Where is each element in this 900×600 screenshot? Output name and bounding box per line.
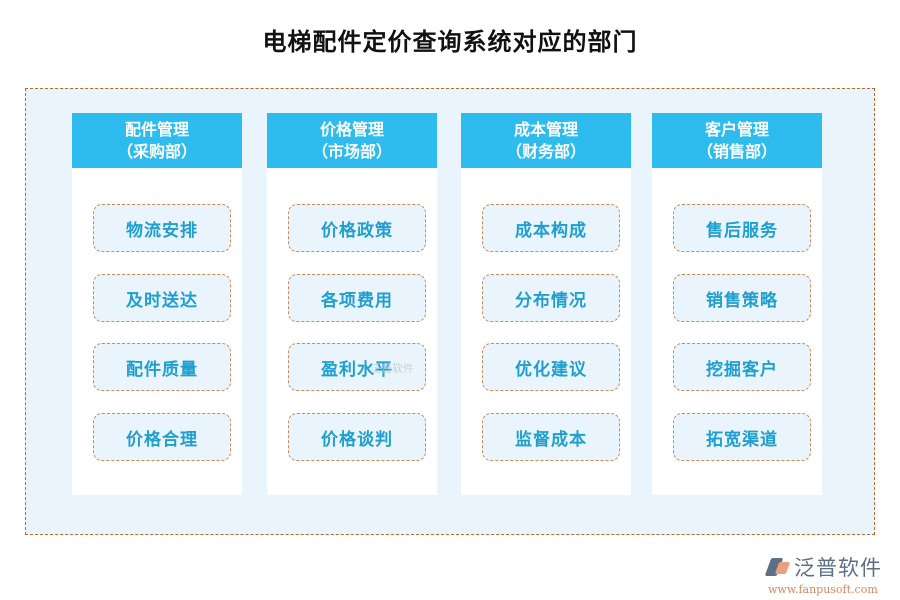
logo-url: www.fanpusoft.com [768,583,878,596]
column-dept: （市场部） [311,141,392,161]
department-column-finance: 成本管理 （财务部） 成本构成 分布情况 优化建议 监督成本 [461,113,631,495]
function-item: 物流安排 [93,204,231,252]
logo-icon [764,556,791,578]
column-title: 成本管理 [513,119,578,139]
column-dept: （销售部） [696,141,777,161]
function-item: 优化建议 [482,343,620,391]
department-column-marketing: 价格管理 （市场部） 价格政策 各项费用 盈利水平 价格谈判 [267,113,437,495]
function-item: 价格谈判 [288,413,426,461]
function-item: 配件质量 [93,343,231,391]
column-header: 配件管理 （采购部） [72,113,242,168]
column-header: 价格管理 （市场部） [267,113,437,168]
function-item: 售后服务 [673,204,811,252]
function-item: 及时送达 [93,274,231,322]
column-dept: （采购部） [116,141,197,161]
page-title: 电梯配件定价查询系统对应的部门 [262,28,638,56]
function-item: 拓宽渠道 [673,413,811,461]
function-item: 各项费用 [288,274,426,322]
column-title: 配件管理 [124,119,189,139]
function-item: 价格合理 [93,413,231,461]
function-item: 价格政策 [288,204,426,252]
column-title: 客户管理 [704,119,769,139]
function-item: 挖掘客户 [673,343,811,391]
column-title: 价格管理 [319,119,384,139]
brand-logo: 泛普软件 www.fanpusoft.com [764,552,894,596]
watermark: 泛普软件 [370,362,414,375]
function-item: 监督成本 [482,413,620,461]
function-item: 分布情况 [482,274,620,322]
function-item: 盈利水平 [288,343,426,391]
department-column-sales: 客户管理 （销售部） 售后服务 销售策略 挖掘客户 拓宽渠道 [652,113,822,495]
logo-name: 泛普软件 [794,556,882,580]
column-dept: （财务部） [505,141,586,161]
column-header: 客户管理 （销售部） [652,113,822,168]
function-item: 销售策略 [673,274,811,322]
function-item: 成本构成 [482,204,620,252]
column-header: 成本管理 （财务部） [461,113,631,168]
department-column-procurement: 配件管理 （采购部） 物流安排 及时送达 配件质量 价格合理 [72,113,242,495]
